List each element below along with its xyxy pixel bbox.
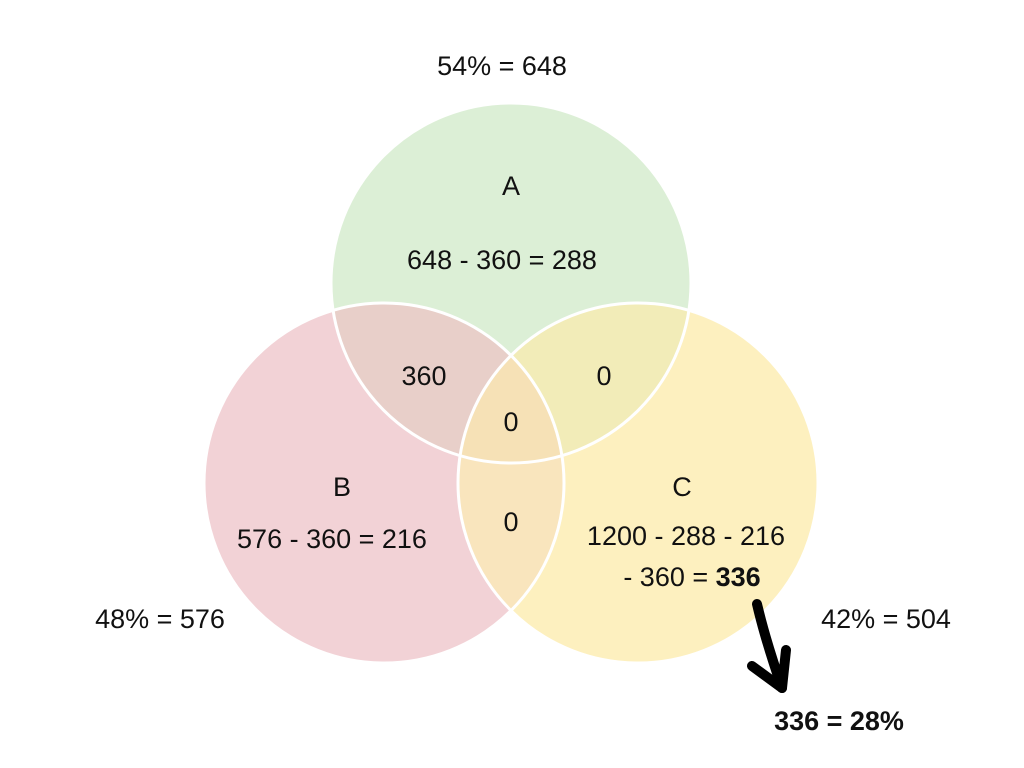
set-c-only-label-result: 336 <box>716 562 761 592</box>
overlap-ab-value: 360 <box>401 361 446 391</box>
arrow-down-icon <box>747 599 791 693</box>
set-c-total-label: 42% = 504 <box>821 604 951 634</box>
set-c-name: C <box>672 472 692 502</box>
overlap-ac-region <box>458 303 691 463</box>
set-b-name: B <box>333 472 351 502</box>
set-a-only-label: 648 - 360 = 288 <box>407 245 597 275</box>
set-a-total-label: 54% = 648 <box>437 51 567 81</box>
set-a-name: A <box>502 171 520 201</box>
set-b-total-label: 48% = 576 <box>95 604 225 634</box>
set-c-only-label-line1: 1200 - 288 - 216 <box>587 521 785 551</box>
set-a-outline <box>329 101 693 465</box>
set-b-outline <box>202 301 566 665</box>
overlap-abc-value: 0 <box>503 407 518 437</box>
overlap-ab-region <box>331 303 564 463</box>
set-c-outline <box>456 301 820 665</box>
set-b-only-label: 576 - 360 = 216 <box>237 524 427 554</box>
result-label: 336 = 28% <box>774 706 904 736</box>
circle-outlines <box>202 101 820 665</box>
set-c-only-label-line2: - 360 = 336 <box>623 562 760 592</box>
overlap-bc-value: 0 <box>503 507 518 537</box>
overlap-ac-value: 0 <box>596 361 611 391</box>
set-c-only-label-prefix: - 360 = <box>623 562 715 592</box>
